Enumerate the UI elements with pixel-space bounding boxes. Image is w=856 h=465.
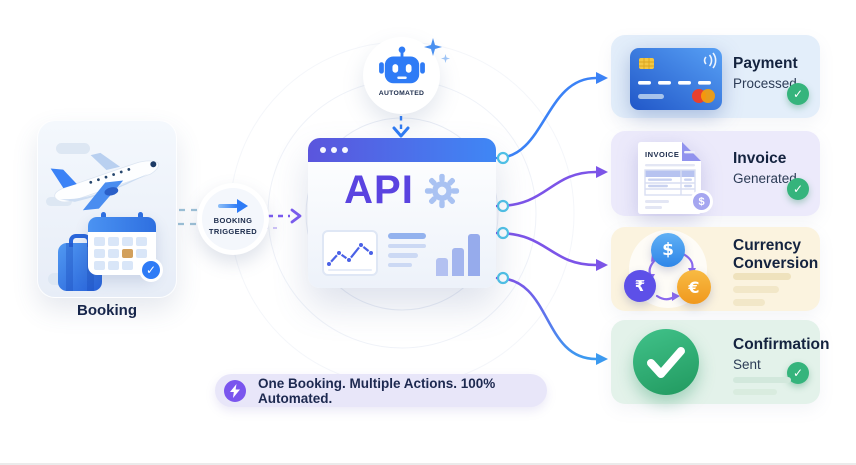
booking-card: ✓ [37, 120, 177, 298]
bar-chart-icon [436, 232, 480, 276]
outcome-title: Confirmation [733, 336, 830, 353]
invoice-doc-title: INVOICE [645, 150, 680, 159]
credit-card-icon [630, 48, 722, 110]
connector-arrowheads [596, 72, 608, 365]
sparkle-icon [441, 54, 450, 63]
lightning-bolt-icon [224, 379, 246, 402]
check-badge-icon: ✓ [787, 83, 809, 105]
window-dot [331, 147, 337, 153]
cloud-icon [56, 143, 90, 154]
outcome-subtitle: Generated [733, 171, 797, 186]
outcome-card-currency: $ ₹ € Currency Conversion [611, 227, 820, 311]
robot-icon [378, 46, 425, 84]
outcome-card-confirmation: Confirmation Sent ✓ [611, 320, 829, 404]
api-window: API [308, 138, 496, 288]
dashed-arrow-trigger-to-api [264, 208, 302, 229]
trigger-label-line1: BOOKING [213, 216, 253, 225]
invoice-icon [638, 142, 701, 214]
dashed-arrow-robot-to-api [392, 116, 410, 138]
dollar-coin-icon: $ [651, 233, 685, 267]
check-circle-icon [633, 329, 699, 395]
calendar-icon: ✓ [88, 212, 163, 282]
automated-badge: AUTOMATED [363, 37, 440, 114]
tagline-text: One Booking. Multiple Actions. 100% Auto… [258, 375, 496, 406]
outcome-title: Invoice [733, 150, 787, 167]
check-badge-icon: ✓ [787, 362, 809, 384]
window-dot [342, 147, 348, 153]
sparkle-icon [424, 38, 442, 56]
connector-invoice [495, 170, 598, 208]
api-title: API [344, 168, 414, 212]
outcome-subtitle: Conversion [733, 255, 819, 272]
tagline-pill: One Booking. Multiple Actions. 100% Auto… [215, 374, 547, 407]
rupee-coin-icon: ₹ [624, 270, 656, 302]
outcome-card-payment: Payment Processed ✓ [611, 35, 820, 118]
check-badge-icon: ✓ [787, 178, 809, 200]
connector-nodes [496, 151, 510, 285]
outcome-subtitle: Sent [733, 357, 761, 372]
window-dot [320, 147, 326, 153]
cloud-icon [46, 197, 72, 206]
list-icon [388, 232, 426, 273]
dollar-badge-icon: $ [690, 190, 713, 213]
automated-label: AUTOMATED [378, 90, 425, 97]
euro-coin-icon: € [677, 270, 711, 304]
booking-triggered-badge: BOOKING TRIGGERED [197, 183, 269, 255]
window-titlebar [308, 138, 496, 162]
outcome-card-invoice: INVOICE $ Invoice Generated ✓ [611, 131, 820, 216]
connector-confirmation [495, 276, 598, 361]
outcome-subtitle: Processed [733, 76, 797, 91]
connector-payment [495, 76, 598, 160]
outcome-title: Payment [733, 55, 798, 72]
booking-label: Booking [77, 302, 137, 319]
page-bottom-edge [0, 463, 856, 465]
dashed-line-booking-to-trigger [178, 208, 199, 226]
outcome-title: Currency [733, 237, 802, 254]
gear-icon [424, 173, 459, 208]
trigger-label-line2: TRIGGERED [208, 226, 258, 236]
line-chart-icon [322, 230, 378, 276]
calendar-check-icon: ✓ [139, 258, 163, 282]
arrow-right-icon [218, 199, 248, 213]
airplane-icon [36, 122, 178, 232]
connector-currency [495, 231, 598, 267]
